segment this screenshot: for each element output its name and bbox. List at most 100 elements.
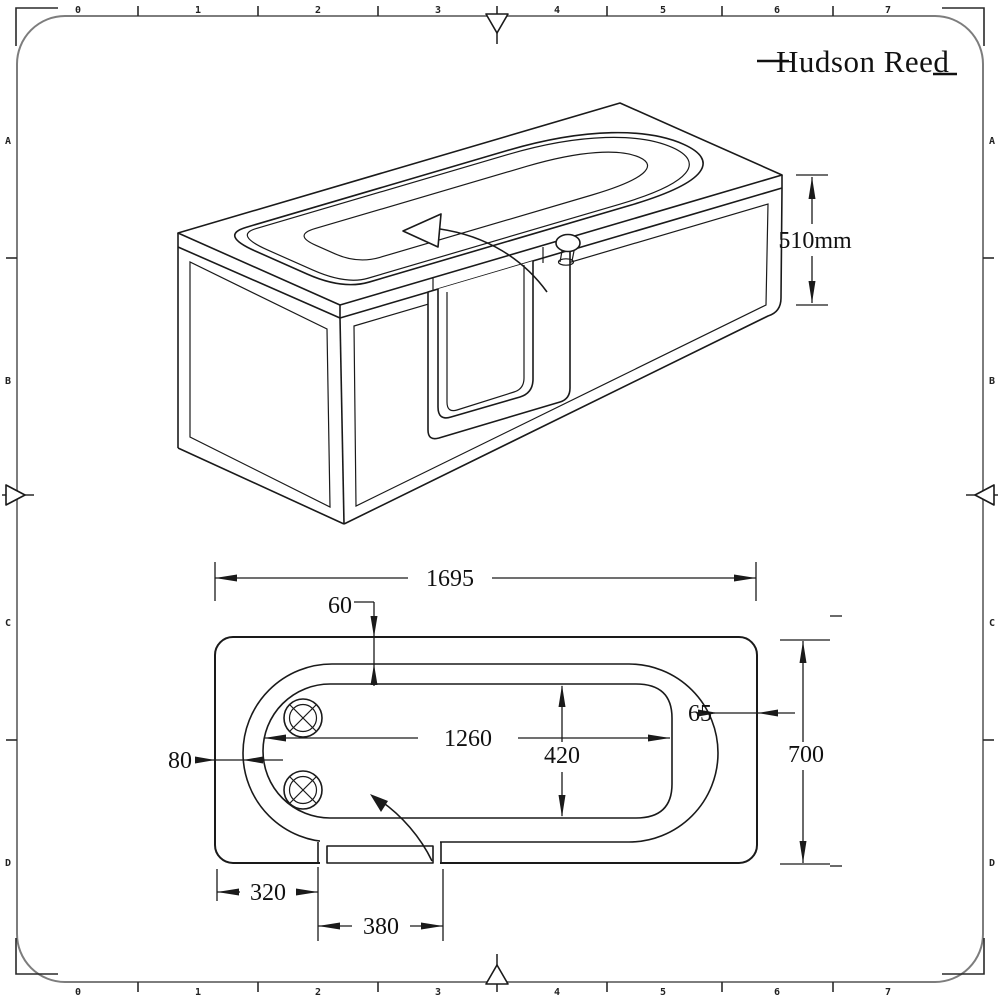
dim-arrow-down [370,616,378,637]
ruler-number: 7 [885,987,891,998]
dim-label-1260: 1260 [444,726,492,752]
door-swing-arrow-plan-icon [370,794,433,862]
ruler-letter: C [5,618,11,629]
dimension-380: 380 [318,869,444,941]
ruler-top: 0 1 2 3 4 5 6 7 [75,5,891,44]
ruler-number: 3 [435,5,441,16]
basin-rim-lip-outline [234,123,728,285]
plan-outer-outline [214,636,758,864]
dim-arrow-right [195,756,215,764]
corner-mark-bottom-right [942,938,985,975]
plan-basin-outline [262,683,673,819]
ruler-number: 3 [435,987,441,998]
ruler-number: 2 [315,987,321,998]
dimension-510mm: 510mm [778,174,852,306]
plan-rim-outline [242,663,719,843]
dimension-320: 320 [216,867,319,941]
dim-arrow-up [370,664,378,685]
dim-arrow-left [243,756,263,764]
ruler-number: 4 [554,987,560,998]
ruler-left: A B C D [2,136,34,869]
plan-door-panel [326,845,434,864]
dimension-65: 65 [688,701,795,727]
corner-mark-top-right [942,7,985,46]
door-opening-fill [438,261,533,418]
dim-label-380: 380 [363,914,399,940]
basin-outer-outline [220,117,745,290]
dim-arrow-down [799,841,807,863]
front-left-corner-edge [339,317,345,525]
ruler-number: 0 [75,987,81,998]
dim-arrow-left [758,709,778,717]
dim-arrow-left [217,888,239,896]
ruler-letter: C [989,618,995,629]
ruler-letter: A [5,136,11,147]
dimension-1695: 1695 [214,562,757,601]
ruler-number: 2 [315,5,321,16]
sheet-border: 0 1 2 3 4 5 6 7 0 1 2 3 4 5 6 7 [2,5,998,998]
dimension-60: 60 [328,593,378,686]
basin-floor-outline [293,143,672,264]
plan-view: 1695 60 1260 420 [168,562,842,941]
left-panel-inset [189,261,331,508]
center-marker-right-icon [974,484,995,506]
dimension-80: 80 [168,748,283,774]
brand-name: Hudson Reed [776,44,949,79]
ruler-number: 5 [660,987,666,998]
dimension-700: 700 [780,615,842,867]
dim-label-420: 420 [544,743,580,769]
door-opening-inner [446,265,525,412]
ruler-number: 4 [554,5,560,16]
brand-logo: Hudson Reed [757,44,957,79]
dim-arrow-up [808,177,816,199]
center-marker-top-icon [485,13,509,34]
ruler-number: 6 [774,5,780,16]
ruler-number: 1 [195,987,201,998]
dim-arrow-up [558,685,566,707]
dim-arrow-right [648,734,670,742]
drain-icon [283,770,323,810]
dimension-420: 420 [544,685,580,817]
isometric-view: 510mm [177,103,852,525]
dim-label-65: 65 [688,701,712,727]
dim-arrow-left [318,922,340,930]
corner-mark-bottom-left [15,938,58,975]
center-marker-bottom-icon [485,964,509,985]
left-panel-bottom-edge [177,447,345,525]
dimension-1260: 1260 [264,726,670,752]
door-opening-outer [437,261,534,419]
corner-mark-top-left [15,7,58,46]
center-marker-left-icon [5,484,26,506]
ruler-number: 5 [660,5,666,16]
dim-arrow-right [734,574,756,582]
door-handle-knob-icon [555,233,581,266]
ruler-number: 0 [75,5,81,16]
dim-arrow-up [799,641,807,663]
dim-arrow-down [558,795,566,817]
dim-arrow-left [264,734,286,742]
ruler-bottom: 0 1 2 3 4 5 6 7 [75,954,891,998]
ruler-letter: B [989,376,995,387]
dim-arrow-left [215,574,237,582]
dim-label-510mm: 510mm [778,228,852,254]
ruler-letter: D [5,858,11,869]
dim-label-1695: 1695 [426,566,474,592]
ruler-letter: A [989,136,995,147]
drain-icon [283,698,323,738]
front-panel-inset [353,203,769,507]
dim-arrow-down [808,281,816,303]
tub-basin-top [220,117,745,290]
ruler-letter: D [989,858,995,869]
dim-label-60: 60 [328,593,352,619]
dim-arrow-right [296,888,318,896]
dim-label-80: 80 [168,748,192,774]
dim-arrow-right [698,709,718,717]
ruler-number: 6 [774,987,780,998]
dim-label-320: 320 [250,880,286,906]
front-panel-edges [343,187,783,525]
ruler-number: 7 [885,5,891,16]
dim-arrow-right [421,922,443,930]
ruler-number: 1 [195,5,201,16]
